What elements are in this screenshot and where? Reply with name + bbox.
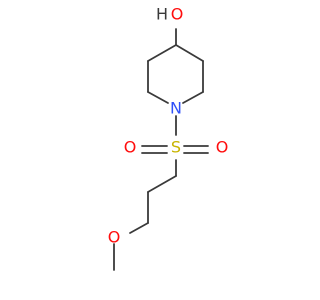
hydroxyl-h-label: H [156, 5, 168, 24]
bond-n-c6 [147, 91, 169, 104]
sulfonyl-oxygen-right-label: O [216, 138, 229, 157]
ether-oxygen-label: O [108, 228, 121, 247]
bond-c5-c4 [147, 44, 177, 62]
bond-c2-n [182, 91, 204, 104]
bond-ch2-o [129, 222, 149, 234]
molecule-structure: H O N S O O O [108, 5, 229, 271]
hydroxyl-o-label: O [171, 5, 184, 24]
bond-c4-c3 [175, 44, 204, 62]
bonds [113, 28, 209, 271]
bond-ch2-ch2 [147, 175, 177, 193]
sulfonyl-oxygen-left-label: O [124, 138, 137, 157]
atom-labels: H O N S O O O [108, 5, 229, 247]
sulfur-label: S [171, 138, 181, 157]
nitrogen-label: N [170, 99, 182, 118]
